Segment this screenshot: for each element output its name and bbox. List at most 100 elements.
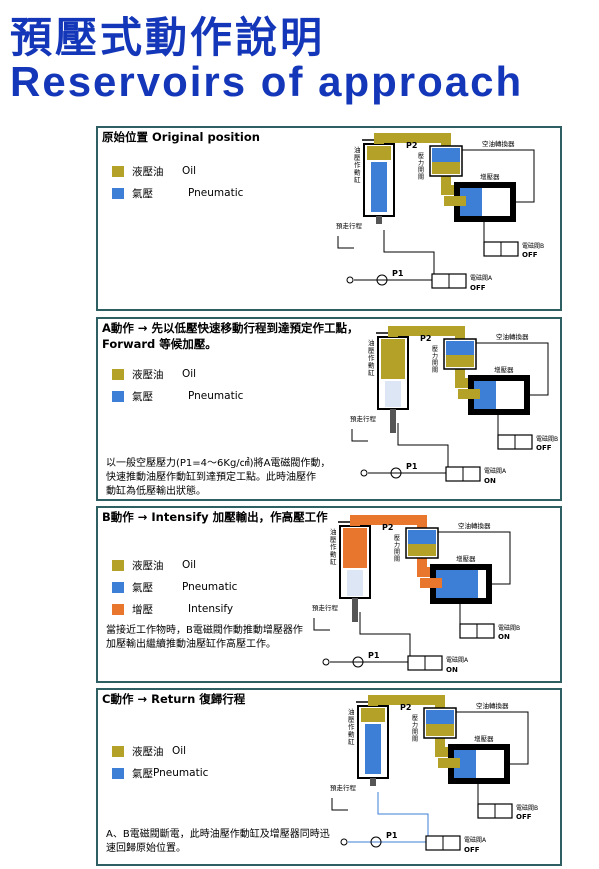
booster-air (474, 381, 496, 409)
booster-rod-oil (420, 578, 442, 588)
panel-description: A、B電磁閥斷電，此時油壓作動缸及增壓器同時迅 速回歸原始位置。 (106, 829, 330, 854)
oil-cylinder-oil (381, 339, 405, 379)
label-booster: 增壓器 (474, 734, 494, 743)
label-p1: P1 (368, 651, 380, 660)
label-converter: 空油轉換器 (482, 139, 515, 148)
label-pressure-switch: 壓力開關 (418, 153, 424, 181)
label-valve-a: 電磁閥A (464, 836, 487, 844)
air-line-a (354, 230, 464, 281)
label-booster: 增壓器 (480, 172, 500, 181)
label-booster: 增壓器 (494, 365, 514, 374)
air-source-icon (340, 838, 348, 846)
pressure-gauge-icon (352, 656, 364, 668)
label-oil-cylinder: 油壓作動缸 (348, 707, 355, 746)
booster-air (436, 570, 478, 598)
label-valve-b: 電磁閥B (498, 624, 520, 632)
label-valve-a: 電磁閥A (484, 467, 507, 475)
panel-description: 以一般空壓壓力(P1=4～6Kg/㎠)將A電磁閥作動， 快速推動油壓作動缸到達預… (106, 458, 331, 497)
label-oil-cylinder: 油壓作動缸 (354, 145, 361, 184)
label-pressure-switch: 壓力開關 (394, 535, 400, 563)
oil-cylinder-oil (361, 708, 385, 722)
label-booster: 增壓器 (456, 554, 476, 563)
converter-oil (408, 544, 436, 556)
label-valve-a-state: OFF (470, 284, 486, 292)
label-valve-a-state: ON (484, 477, 496, 485)
oil-cylinder-piston (365, 724, 381, 774)
label-oil-cylinder: 油壓作動缸 (368, 338, 375, 377)
converter-oil (426, 724, 454, 736)
pressure-gauge-icon (370, 836, 382, 848)
pneumatic-swatch (112, 581, 124, 593)
stroke-marker (331, 798, 348, 811)
stroke-marker (351, 429, 368, 442)
air-source-icon (346, 276, 354, 284)
label-valve-a: 電磁閥A (470, 274, 493, 282)
converter-oil (446, 355, 474, 367)
oil-cylinder-piston (347, 570, 363, 596)
label-p2: P2 (382, 523, 393, 532)
label-p2: P2 (406, 141, 417, 150)
converter-oil (432, 162, 460, 174)
label-approach-stroke: 預走行程 (350, 414, 377, 423)
panel-title: B動作 → Intensify 加壓輸出，作高壓工作 (102, 510, 328, 524)
panel-title: 原始位置 Original position (102, 130, 260, 144)
label-p2: P2 (420, 334, 431, 343)
converter-air (446, 341, 474, 355)
label-converter: 空油轉換器 (496, 332, 529, 341)
label-converter: 空油轉換器 (476, 701, 509, 710)
booster-rod-oil (444, 196, 466, 206)
label-valve-b-state: OFF (522, 251, 538, 259)
panel-description: 當接近工作物時，B電磁閥作動推動增壓器作 加壓輸出繼續推動油壓缸作高壓工作。 (106, 625, 303, 650)
panel-forward: A動作 → 先以低壓快速移動行程到達預定作工點， Forward 等候加壓。 液… (96, 317, 562, 501)
oil-swatch (112, 559, 124, 571)
label-converter: 空油轉換器 (458, 521, 491, 530)
piston-rod (352, 598, 358, 622)
label-approach-stroke: 預走行程 (336, 221, 363, 230)
label-oil-cylinder: 油壓作動缸 (330, 527, 337, 566)
pneumatic-swatch (112, 767, 124, 779)
label-valve-b-state: OFF (516, 813, 532, 821)
air-line-a (348, 792, 458, 843)
label-p2: P2 (400, 703, 411, 712)
label-valve-b: 電磁閥B (522, 242, 544, 250)
intensify-swatch (112, 603, 124, 615)
oil-cylinder-oil (343, 528, 367, 568)
pneumatic-swatch (112, 187, 124, 199)
label-p1: P1 (386, 831, 398, 840)
oil-swatch (112, 368, 124, 380)
booster-air (454, 750, 476, 778)
booster-air (460, 188, 482, 216)
label-valve-a: 電磁閥A (446, 656, 469, 664)
label-valve-a-state: ON (446, 666, 458, 674)
page-title-chinese: 預壓式動作說明 (10, 13, 326, 62)
oil-cylinder-oil (367, 146, 391, 160)
stroke-marker (337, 236, 354, 249)
panel-title: A動作 → 先以低壓快速移動行程到達預定作工點， (102, 321, 359, 335)
air-source-icon (322, 658, 330, 666)
piston-rod (370, 778, 376, 786)
oil-cylinder-piston (371, 162, 387, 212)
page-title-english: Reservoirs of approach (10, 58, 524, 105)
oil-cylinder-piston (385, 381, 401, 407)
converter-air (408, 530, 436, 544)
panel-subtitle: Forward 等候加壓。 (102, 337, 217, 351)
label-valve-b-state: ON (498, 633, 510, 641)
air-line-a (330, 612, 440, 663)
booster-rod-oil (438, 758, 460, 768)
